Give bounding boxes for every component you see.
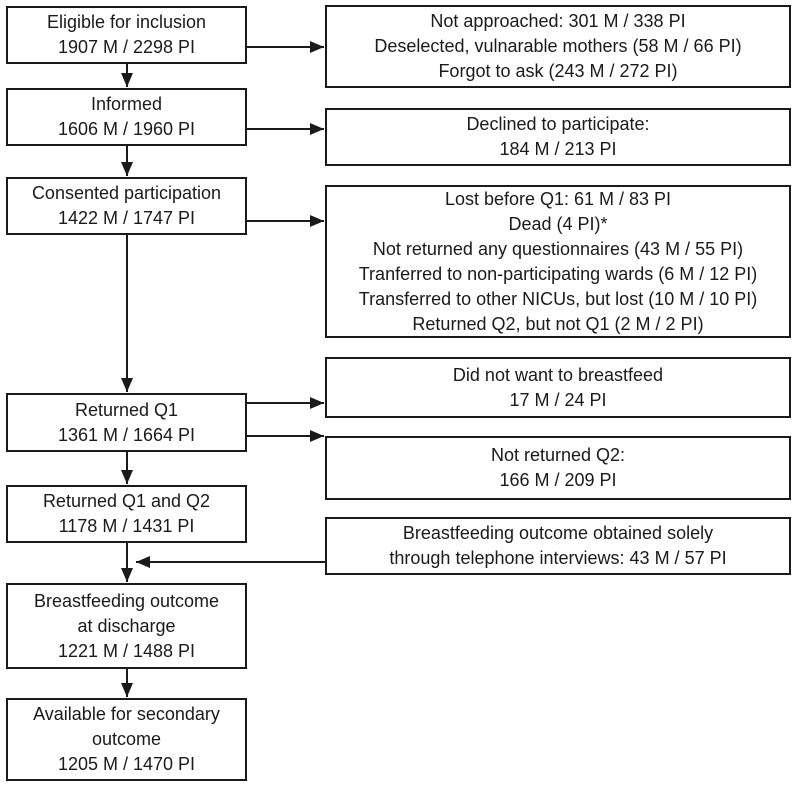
box-line: Declined to participate: xyxy=(466,114,650,134)
box-line: 1221 M / 1488 PI xyxy=(57,640,196,661)
box-line: outcome xyxy=(91,729,162,749)
side-box-declined: Declined to participate: 184 M / 213 PI xyxy=(325,108,791,166)
box-line: Transferred to other NICUs, but lost (10… xyxy=(358,288,758,309)
flow-box-informed: Informed 1606 M / 1960 PI xyxy=(6,88,247,146)
box-line: 1361 M / 1664 PI xyxy=(57,424,196,445)
box-line: Dead (4 PI)* xyxy=(508,213,608,234)
box-line: Breastfeeding outcome obtained solely xyxy=(402,523,714,543)
flow-box-eligible: Eligible for inclusion 1907 M / 2298 PI xyxy=(6,6,247,64)
box-line: Did not want to breastfeed xyxy=(452,364,664,385)
side-box-no-breastfeed: Did not want to breastfeed 17 M / 24 PI xyxy=(325,357,791,418)
box-line: Breastfeeding outcome xyxy=(33,590,220,611)
box-line: 184 M / 213 PI xyxy=(499,139,617,159)
box-line: Not approached: 301 M / 338 PI xyxy=(430,11,686,31)
flow-box-returned-q1-q2: Returned Q1 and Q2 1178 M / 1431 PI xyxy=(6,485,247,543)
box-line: Forgot to ask (243 M / 272 PI) xyxy=(438,61,678,81)
box-line: through telephone interviews: 43 M / 57 … xyxy=(389,548,727,568)
side-box-not-returned-q2: Not returned Q2: 166 M / 209 PI xyxy=(325,436,791,500)
box-line: 1907 M / 2298 PI xyxy=(57,37,196,57)
box-line: Returned Q2, but not Q1 (2 M / 2 PI) xyxy=(412,313,704,334)
box-line: 1606 M / 1960 PI xyxy=(57,119,196,139)
side-box-telephone-interviews: Breastfeeding outcome obtained solely th… xyxy=(325,517,791,575)
box-line: Available for secondary xyxy=(33,704,220,724)
flow-box-consented: Consented participation 1422 M / 1747 PI xyxy=(6,177,247,235)
box-line: 1422 M / 1747 PI xyxy=(57,208,196,228)
box-line: 1178 M / 1431 PI xyxy=(58,516,195,536)
flow-box-secondary-outcome: Available for secondary outcome 1205 M /… xyxy=(6,698,247,781)
box-line: 1205 M / 1470 PI xyxy=(57,754,196,774)
flow-box-outcome-discharge: Breastfeeding outcome at discharge 1221 … xyxy=(6,583,247,669)
box-line: Consented participation xyxy=(31,183,222,203)
box-line: 17 M / 24 PI xyxy=(509,389,607,410)
flow-box-returned-q1: Returned Q1 1361 M / 1664 PI xyxy=(6,393,247,452)
side-box-lost-before-q1: Lost before Q1: 61 M / 83 PI Dead (4 PI)… xyxy=(325,185,791,338)
side-box-not-approached: Not approached: 301 M / 338 PI Deselecte… xyxy=(325,5,791,88)
box-line: Not returned any questionnaires (43 M / … xyxy=(372,238,744,259)
box-line: at discharge xyxy=(77,615,176,636)
box-line: 166 M / 209 PI xyxy=(499,470,617,490)
box-line: Eligible for inclusion xyxy=(46,12,207,32)
box-line: Deselected, vulnarable mothers (58 M / 6… xyxy=(374,36,742,56)
box-line: Not returned Q2: xyxy=(490,445,626,465)
box-line: Lost before Q1: 61 M / 83 PI xyxy=(444,188,672,209)
box-line: Tranferred to non-participating wards (6… xyxy=(358,263,758,284)
box-line: Informed xyxy=(90,94,163,114)
box-line: Returned Q1 xyxy=(74,399,179,420)
box-line: Returned Q1 and Q2 xyxy=(42,491,211,511)
